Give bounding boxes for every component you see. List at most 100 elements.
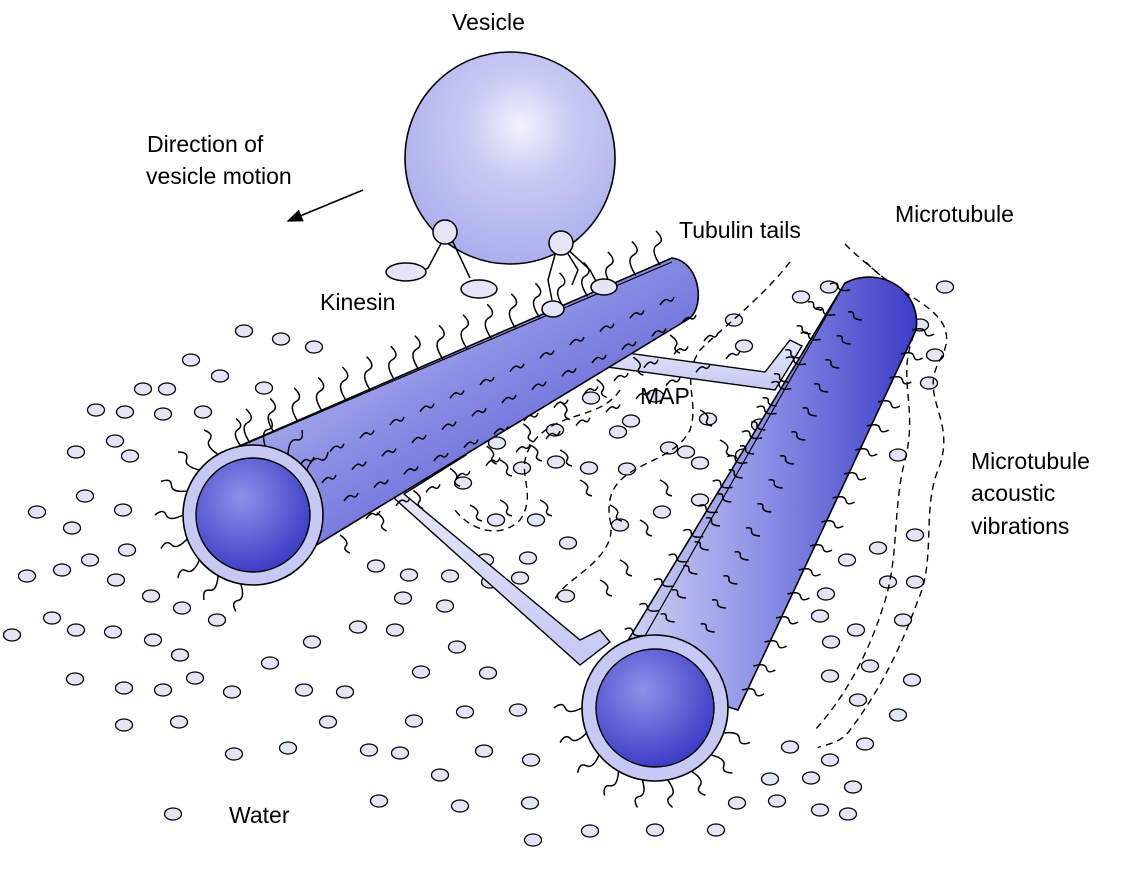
water-molecule [68,624,85,636]
tubulin-tail [808,302,822,310]
water-molecule [560,537,577,549]
water-molecule [304,636,321,648]
tubulin-tails-label: Tubulin tails [679,217,801,243]
water-molecule [857,738,874,750]
water-molecule [449,641,466,653]
water-molecule [64,522,81,534]
water-molecule [514,462,531,474]
tubulin-tail [614,373,628,381]
tubulin-tail [554,705,582,712]
water-molecule [708,824,725,836]
water-molecule [823,636,840,648]
water-molecule [401,569,418,581]
kinesin-head-right [549,231,573,255]
water-molecule [108,574,125,586]
tubulin-tail [316,378,323,412]
water-molecule [392,747,409,759]
water-molecule [610,426,627,438]
kinesin-label: Kinesin [320,289,395,315]
water-molecule [337,686,354,698]
vesicle-label: Vesicle [452,9,525,35]
tubulin-tail [178,452,199,470]
microtubule-right-end [582,635,728,781]
water-molecule [212,370,229,382]
water-molecule [520,552,537,564]
water-molecule [119,544,136,556]
water-molecule [845,781,862,793]
water-molecule [839,554,856,566]
water-molecule [413,666,430,678]
tubulin-tail [711,755,732,773]
water-molecule [368,560,385,572]
water-molecule [116,682,133,694]
water-molecule [116,719,133,731]
water-molecule [793,291,810,303]
water-molecule [117,406,134,418]
water-molecule [548,456,565,468]
water-molecule [862,660,879,672]
water-molecule [67,673,84,685]
tubulin-tail [161,539,187,549]
tubulin-tail [620,560,632,576]
tubulin-tail [204,430,218,454]
water-molecule [115,504,132,516]
water-molecule [512,572,529,584]
water-molecule [171,716,188,728]
water-molecule [371,795,388,807]
water-molecule [432,769,449,781]
water-molecule [848,624,865,636]
tubulin-tail [155,512,183,519]
tubulin-tail [377,513,387,531]
kinesin-foot-1 [386,263,426,281]
water-molecule [143,590,160,602]
water-molecule [122,450,139,462]
water-molecule [280,742,297,754]
water-molecule [840,808,857,820]
water-molecule [812,610,829,622]
water-molecule [907,529,924,541]
water-molecule [870,542,887,554]
water-molecule [262,657,279,669]
tubulin-tail [426,484,440,492]
water-molecule [782,741,799,753]
water-molecule [155,408,172,420]
water-molecule [4,629,21,641]
tubulin-tail [540,500,552,516]
microtubule-label: Microtubule [895,201,1014,227]
water-molecule [68,446,85,458]
water-molecule [107,435,124,447]
tubulin-tail [470,505,482,521]
water-label: Water [229,802,290,828]
water-molecule [172,649,189,661]
acoustic-label-line2: acoustic [971,480,1055,506]
tubulin-tail [724,733,750,744]
water-molecule [890,709,907,721]
water-molecule [395,592,412,604]
tubulin-tail [365,357,372,391]
tubulin-tail [600,580,612,596]
water-molecule [812,804,829,816]
water-molecule [54,564,71,576]
water-molecule [525,834,542,846]
water-molecule [256,382,273,394]
water-molecule [937,281,954,293]
tubulin-tail [413,336,420,370]
water-molecule [921,377,938,389]
water-molecule [480,667,497,679]
tubulin-tail [244,409,251,443]
water-molecule [818,588,835,600]
water-molecule [769,795,786,807]
tubulin-tail [576,418,590,426]
tubulin-tail [437,325,444,359]
water-molecule [736,340,753,352]
tubulin-tail [660,480,672,496]
water-molecule [619,463,636,475]
acoustic-label-line1: Microtubule [971,448,1090,474]
water-molecule [174,602,191,614]
tubulin-tail [235,418,241,446]
tubulin-tail [654,231,661,265]
tubulin-tail [523,424,533,442]
water-molecule [273,333,290,345]
tubulin-tail [692,771,706,795]
water-molecule [452,800,469,812]
